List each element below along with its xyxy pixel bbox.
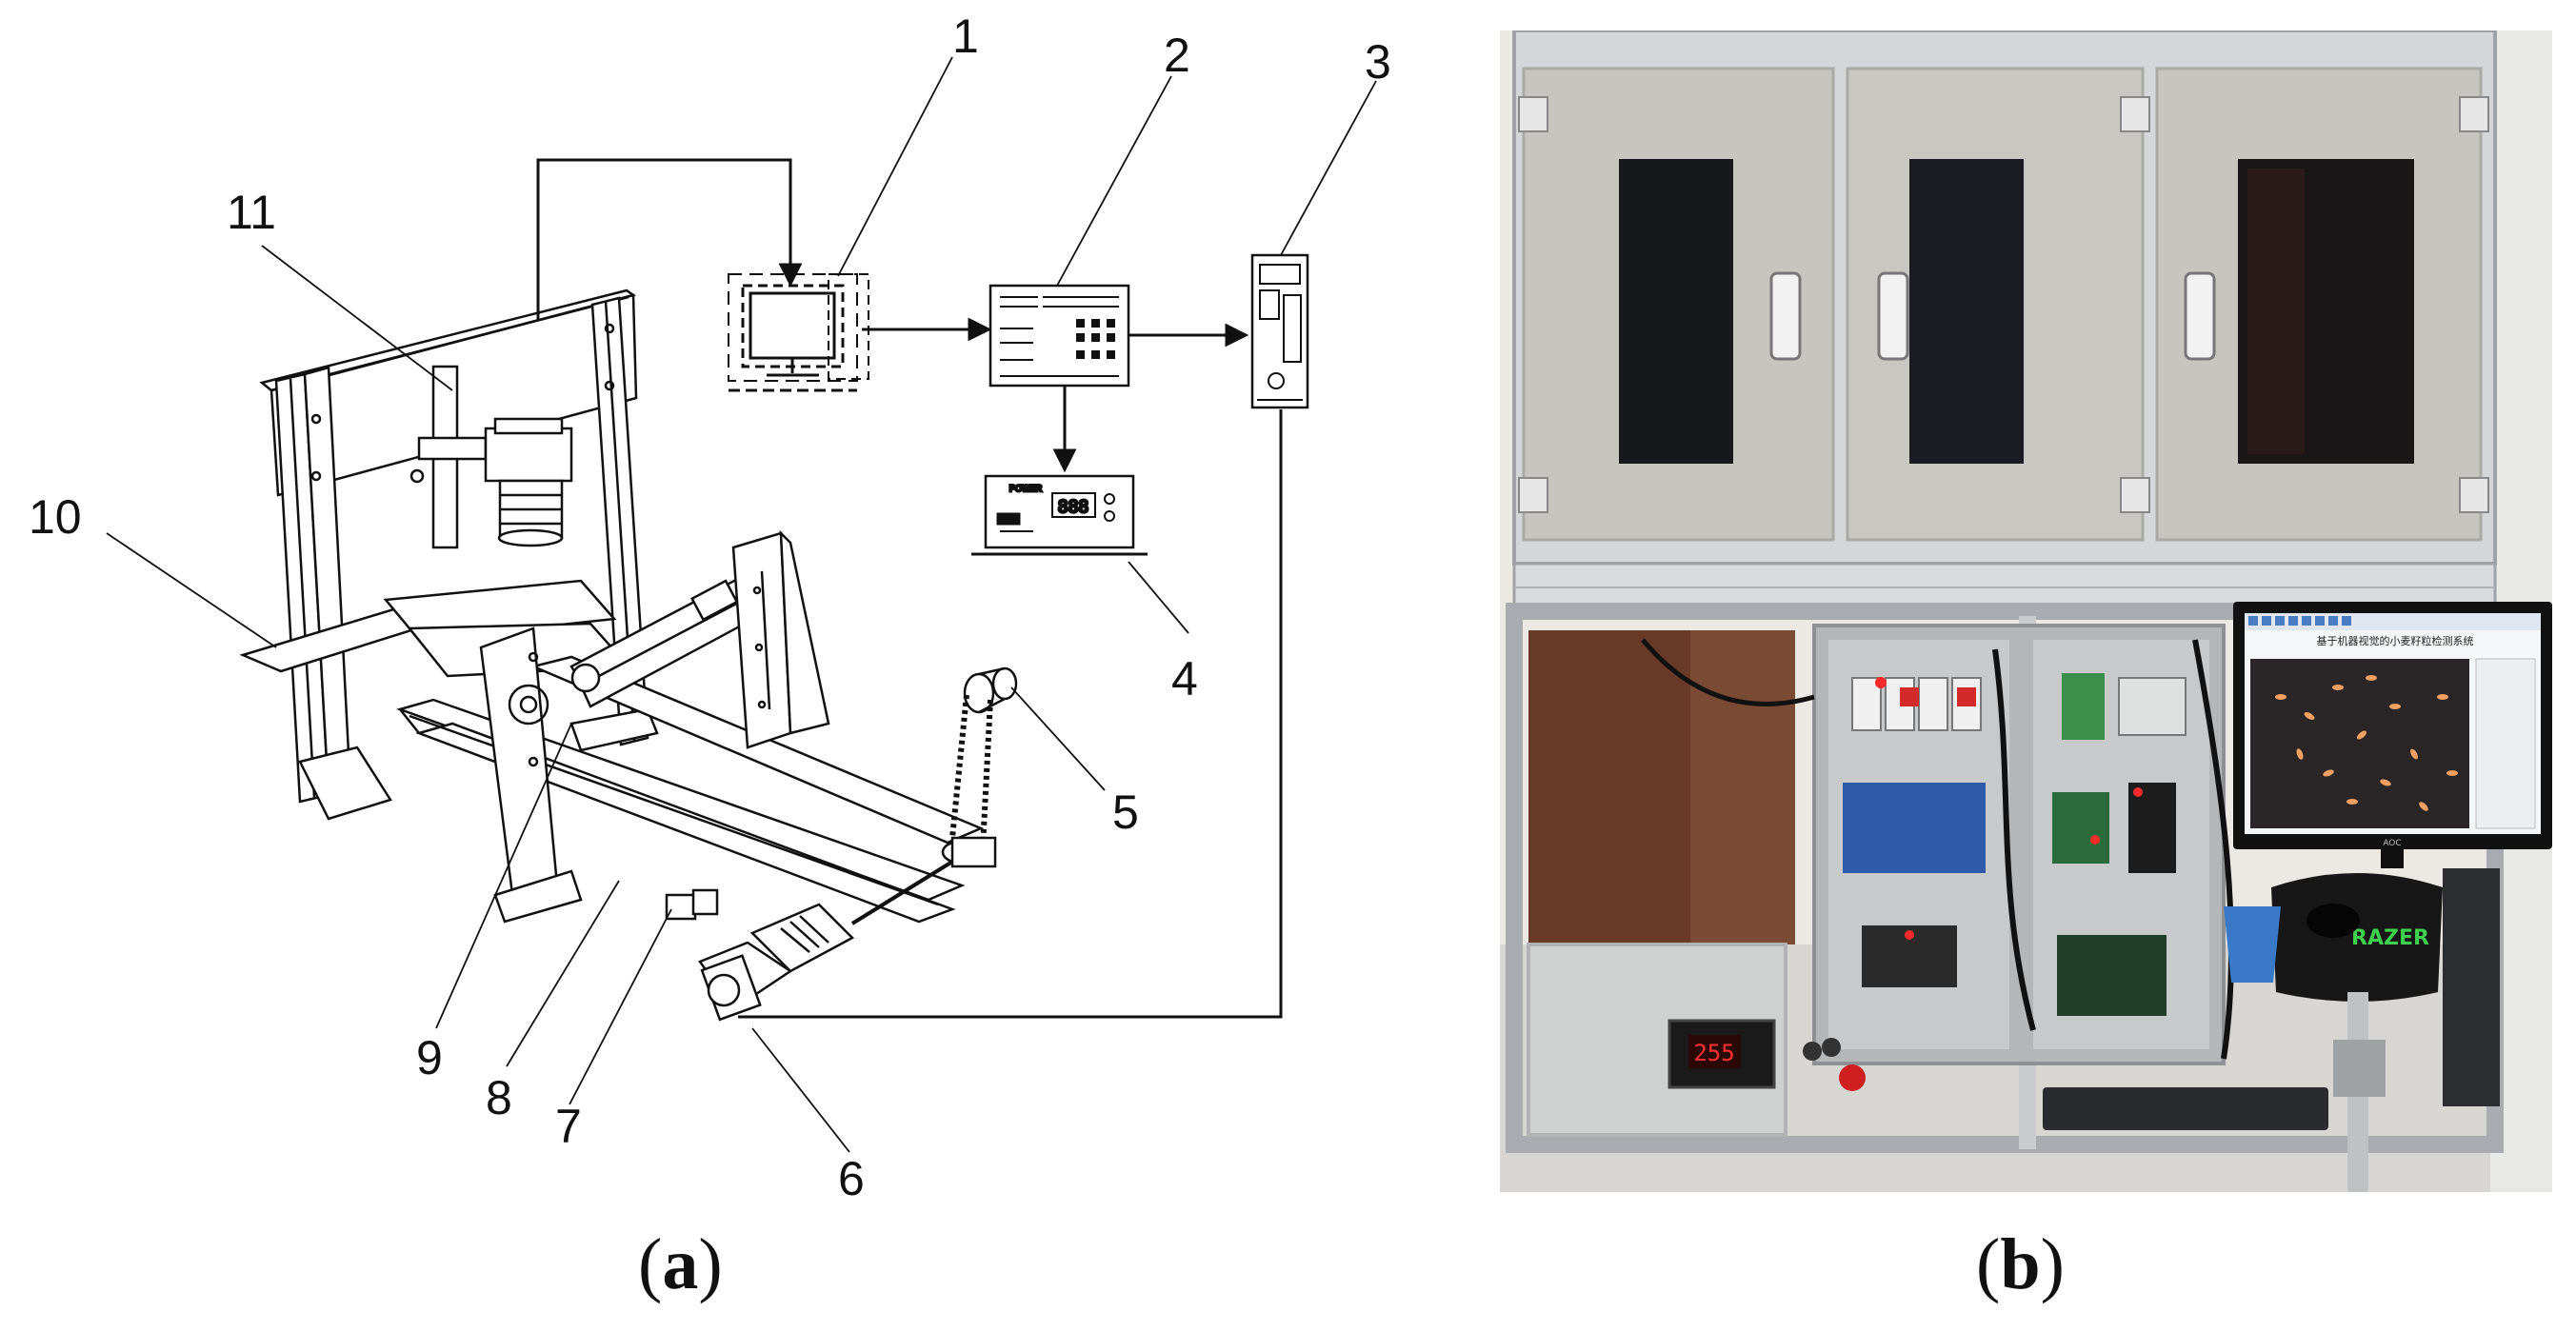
power-label-text: POWER	[1009, 484, 1043, 493]
caption-b-open: (	[1976, 1224, 2001, 1304]
mouse[interactable]	[2306, 904, 2360, 938]
counter-box: 255	[1667, 1019, 1776, 1089]
callout-9: 9	[416, 1031, 443, 1084]
wiring-computer-to-controller	[862, 317, 992, 342]
door-handle-2[interactable]	[1877, 271, 1909, 361]
belt-pulley	[941, 666, 1018, 868]
detection-image	[2250, 659, 2469, 828]
wiring-controller-to-driver	[1128, 323, 1249, 348]
caption-a: (a)	[638, 1223, 723, 1306]
callout-2: 2	[1164, 29, 1190, 82]
callout-numbers: 1 2 3 4 5 6 7 8 9 10 11	[29, 10, 1391, 1205]
apparatus-photo: 255 基于机器视觉的小麦籽粒检测系统 AOC	[1500, 30, 2552, 1192]
door-handle-3[interactable]	[2184, 271, 2216, 361]
schematic-diagram: 888 POWER	[29, 10, 1391, 1205]
gantry-frame	[259, 288, 659, 821]
right-support	[731, 529, 830, 749]
caption-b: (b)	[1976, 1223, 2065, 1306]
callout-6: 6	[838, 1152, 865, 1205]
callout-5: 5	[1112, 785, 1139, 839]
monitor-brand-text: AOC	[2383, 839, 2401, 848]
caption-a-letter: a	[662, 1224, 699, 1304]
leader-lines	[106, 56, 1377, 1153]
callout-3: 3	[1365, 35, 1391, 89]
caption-a-close: )	[698, 1224, 723, 1304]
upper-cabinet	[1512, 30, 2497, 566]
caption-a-open: (	[638, 1224, 663, 1304]
callout-4: 4	[1171, 652, 1198, 706]
callout-1: 1	[952, 10, 979, 63]
linear-module-arm	[569, 569, 773, 708]
mousepad: RAZER	[2271, 873, 2443, 1002]
cabinet-window-1	[1619, 159, 1733, 464]
camera-icon	[484, 417, 573, 547]
callout-10: 10	[29, 490, 82, 544]
callout-8: 8	[486, 1071, 512, 1124]
counter-display-text: 255	[1693, 1040, 1734, 1066]
electrical-panel	[1641, 624, 2235, 1065]
monitor-title-text: 基于机器视觉的小麦籽粒检测系统	[2317, 634, 2474, 647]
caption-b-letter: b	[2000, 1224, 2041, 1304]
callout-11: 11	[227, 186, 276, 239]
servo-driver-icon	[1250, 253, 1309, 409]
emergency-stop-button[interactable]	[1839, 1064, 1866, 1091]
monitor: 基于机器视觉的小麦籽粒检测系统 AOC	[2233, 602, 2552, 868]
display-box-icon	[971, 474, 1148, 556]
tilt-bracket	[479, 626, 583, 924]
caption-b-close: )	[2040, 1224, 2065, 1304]
controller-board-icon	[988, 284, 1130, 388]
wiring-controller-to-display	[1052, 386, 1077, 473]
callout-7: 7	[555, 1100, 582, 1153]
display-value-text: 888	[1058, 497, 1089, 517]
cabinet-window-2	[1909, 159, 2024, 464]
door-handle-1[interactable]	[1769, 271, 1802, 361]
mousepad-text: RAZER	[2351, 926, 2429, 950]
keyboard[interactable]	[2043, 1087, 2328, 1130]
wiring-driver-to-motor	[738, 409, 1283, 1019]
computer-icon	[728, 273, 869, 392]
servo-motor	[665, 860, 954, 1022]
